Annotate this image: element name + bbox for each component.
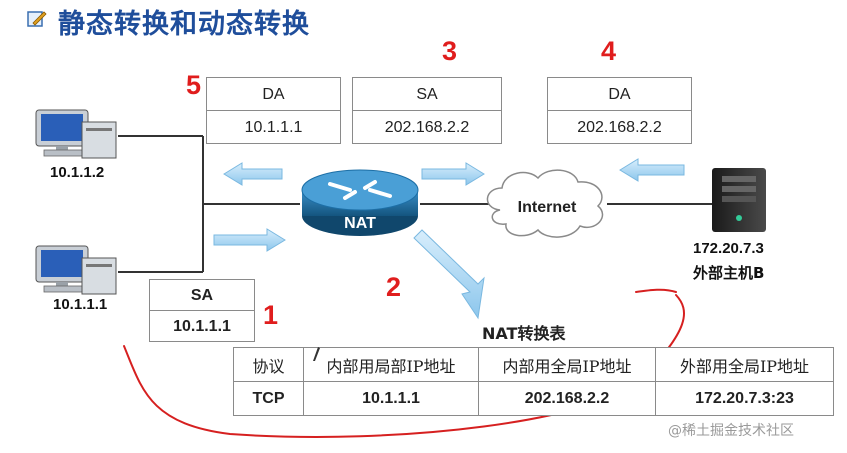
table-header-cell: 协议	[233, 347, 304, 382]
slide-title-icon	[27, 11, 47, 27]
packet-3: SA 202.168.2.2	[352, 77, 502, 144]
packet-1-header: SA	[150, 280, 254, 311]
red-annotation-curve	[123, 288, 685, 438]
step-number-3: 3	[442, 36, 458, 66]
pc-top-icon	[35, 109, 117, 159]
step-number-2: 2	[386, 272, 402, 302]
server-tower-icon	[712, 168, 766, 232]
packet-1: SA 10.1.1.1	[149, 279, 255, 342]
packet-1-value: 10.1.1.1	[173, 318, 231, 335]
slide-title: 静态转换和动态转换	[58, 9, 310, 40]
packet-3-header: SA	[353, 78, 501, 111]
cloud-label: Internet	[518, 199, 577, 216]
flow-arrow-left-server	[619, 158, 685, 182]
packet-3-value: 202.168.2.2	[384, 119, 470, 136]
step-number-1: 1	[263, 300, 279, 330]
table-cell: TCP	[233, 381, 304, 416]
table-header-cell: 内部用局部IP地址	[303, 347, 479, 382]
table-cell: 202.168.2.2	[478, 381, 656, 416]
flow-arrow-to-table	[413, 229, 485, 320]
packet-4-value: 202.168.2.2	[577, 119, 662, 136]
packet-5-header: DA	[207, 78, 340, 111]
packet-5-value: 10.1.1.1	[244, 119, 303, 136]
flow-arrow-right-bottom	[213, 228, 286, 252]
table-cell: 10.1.1.1	[303, 381, 479, 416]
table-cell: 172.20.7.3:23	[655, 381, 834, 416]
table-row: TCP 10.1.1.1 202.168.2.2 172.20.7.3:23	[233, 381, 834, 416]
host-top-ip: 10.1.1.2	[50, 164, 105, 181]
watermark: @稀土掘金技术社区	[668, 423, 794, 439]
flow-arrow-right-top	[421, 162, 485, 186]
host-bottom-ip: 10.1.1.1	[53, 296, 108, 313]
nat-table-title: NAT转换表	[482, 324, 566, 343]
server-name: 外部主机B	[693, 264, 765, 282]
network-links	[118, 135, 712, 273]
cursor-icon	[313, 347, 320, 361]
pc-bottom-icon	[35, 245, 117, 295]
table-header-cell: 内部用全局IP地址	[478, 347, 656, 382]
internet-cloud-icon: Internet	[486, 169, 604, 238]
packet-5: DA 10.1.1.1	[206, 77, 341, 144]
nat-translation-table: 协议 内部用局部IP地址 内部用全局IP地址 外部用全局IP地址 TCP 10.…	[233, 347, 834, 416]
packet-4-header: DA	[548, 78, 691, 111]
step-number-4: 4	[601, 36, 617, 66]
flow-arrow-left-top	[223, 162, 283, 186]
nat-router-icon: NAT	[301, 169, 419, 236]
step-number-5: 5	[186, 70, 202, 100]
packet-4: DA 202.168.2.2	[547, 77, 692, 144]
server-ip: 172.20.7.3	[693, 240, 764, 257]
table-header-cell: 外部用全局IP地址	[655, 347, 834, 382]
router-label: NAT	[344, 215, 376, 232]
